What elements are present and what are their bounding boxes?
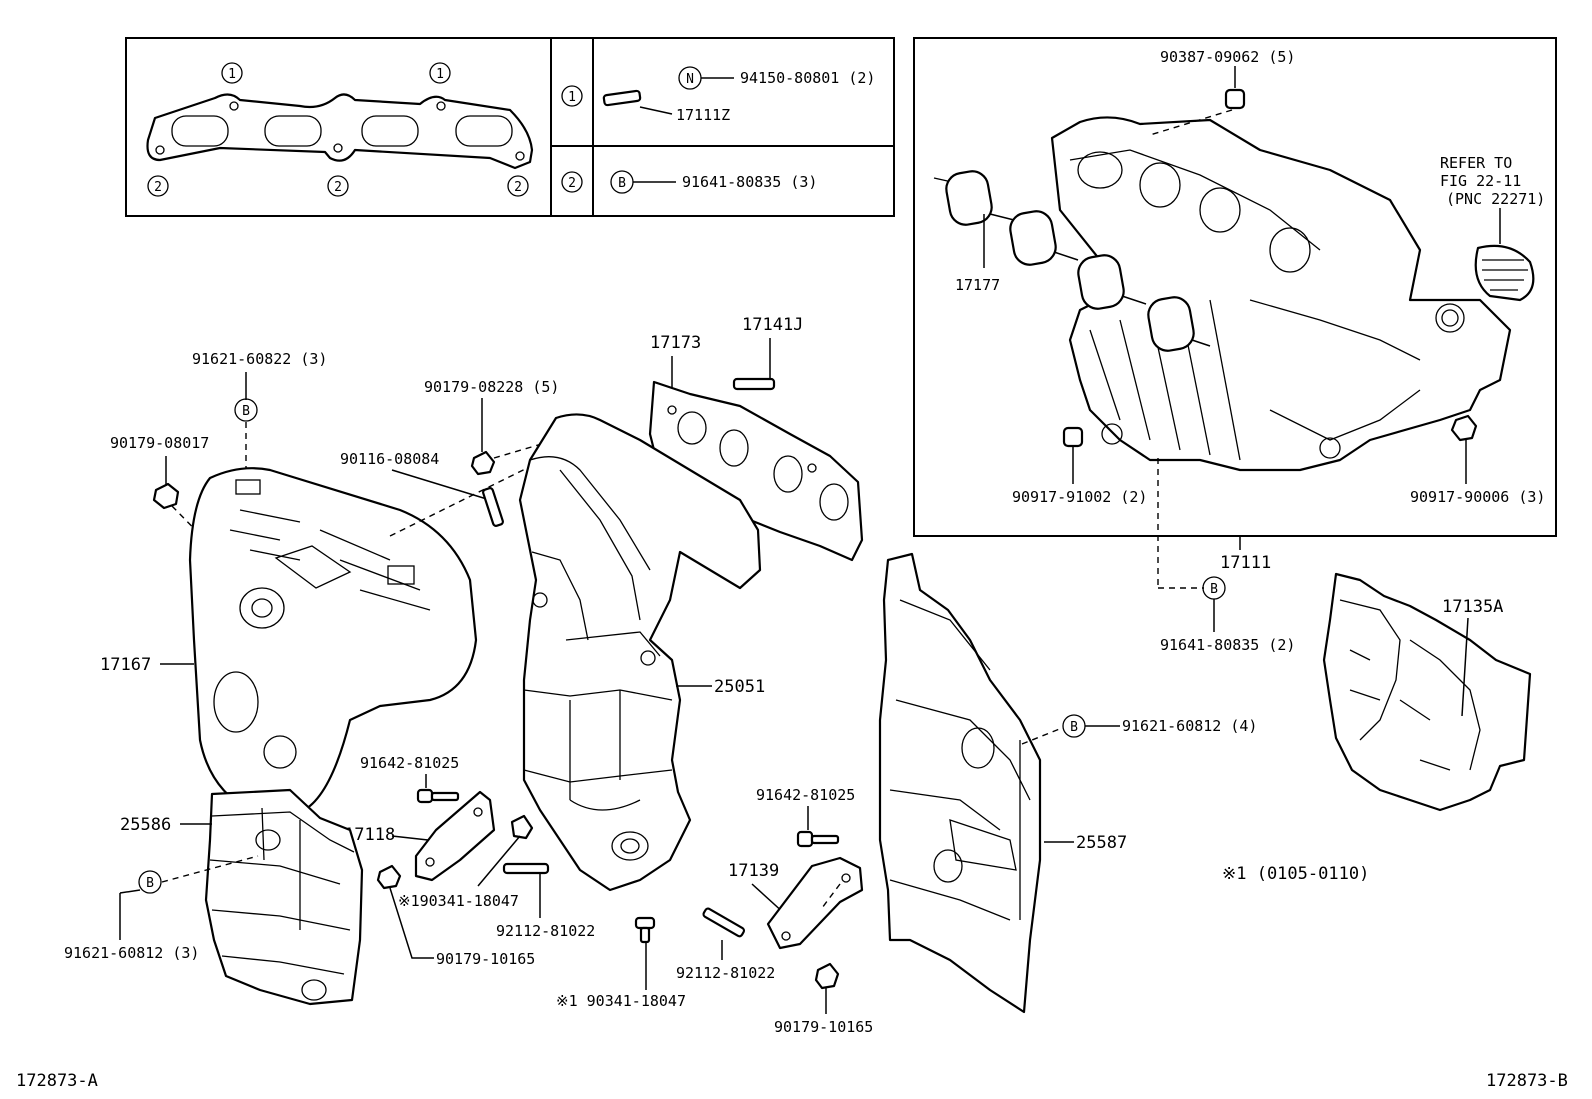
svg-text:B: B <box>1210 582 1218 597</box>
row2-ref: 2 <box>568 176 576 191</box>
intake-gasket-chain <box>933 170 1211 352</box>
stud-icon <box>702 907 746 938</box>
bolt-marker: B <box>618 176 626 191</box>
svg-text:B: B <box>1070 720 1078 735</box>
figure-code-right: 172873-B <box>1486 1071 1568 1091</box>
bolt-part-number: 91641-80835 (3) <box>682 173 817 191</box>
nut-icon <box>470 450 496 476</box>
bolt-note-1-label: ※190341-18047 <box>398 892 519 910</box>
svg-text:2: 2 <box>334 180 342 195</box>
bolt-icon <box>634 916 656 944</box>
footnote: ※1 (0105-0110) <box>1222 864 1369 884</box>
insulator-lower-left-label: 25586 <box>120 815 171 835</box>
nut-icon <box>814 962 840 990</box>
throttle-gasket <box>1474 244 1535 302</box>
gasket-mark: 1 <box>221 62 243 84</box>
bracket-17139 <box>766 856 864 950</box>
gasket-exhaust-label: 17173 <box>650 333 701 353</box>
stud-icon <box>732 377 776 391</box>
marker-b: B <box>138 870 162 894</box>
bolt-insulator-right-label: 91621-60812 (4) <box>1122 717 1257 735</box>
marker-b: B <box>234 398 258 422</box>
heat-cover-bolt-label: 91621-60822 (3) <box>192 350 327 368</box>
nut-marker: N <box>686 72 694 87</box>
nut-cover-label: 90179-08017 <box>110 434 209 452</box>
converter-label: 25051 <box>714 677 765 697</box>
gasket-mark: 2 <box>147 175 169 197</box>
insulator-25586 <box>204 788 364 1006</box>
gasket-mark: 2 <box>507 175 529 197</box>
bolt-note-2-label: ※1 90341-18047 <box>556 992 686 1010</box>
heat-insulator-17167 <box>188 467 478 814</box>
figure-code-left: 172873-A <box>16 1071 98 1091</box>
stud-right-label: 92112-81022 <box>676 964 775 982</box>
nut-part-number: 94150-80801 (2) <box>740 69 875 87</box>
svg-text:1: 1 <box>228 67 236 82</box>
svg-text:1: 1 <box>436 67 444 82</box>
gasket-mark: 1 <box>429 62 451 84</box>
exhaust-manifold-converter <box>518 413 762 892</box>
nut-icon <box>376 864 402 890</box>
bolt-icon <box>796 830 840 848</box>
stud-lower-label: 92112-81022 <box>496 922 595 940</box>
insulator-25587 <box>878 552 1042 1014</box>
nut-icon <box>152 482 180 510</box>
nut-lower-label: 90179-10165 <box>436 950 535 968</box>
svg-text:2: 2 <box>514 180 522 195</box>
insulator-17135a <box>1322 572 1532 812</box>
stud-manifold-label: 90116-08084 <box>340 450 439 468</box>
nut-a-label: 90917-91002 (2) <box>1012 488 1147 506</box>
stud-part-number: 17111Z <box>676 106 730 124</box>
bolt-lower-left-label: 91621-60812 (3) <box>64 944 199 962</box>
nut-b-label: 90917-90006 (3) <box>1410 488 1545 506</box>
insulator-right-label: 25587 <box>1076 833 1127 853</box>
svg-text:B: B <box>146 876 154 891</box>
gasket-17177-label: 17177 <box>955 276 1000 294</box>
bolt-icon <box>416 788 460 804</box>
refer-line2: FIG 22-11 <box>1440 172 1521 190</box>
manifold-label: 17111 <box>1220 553 1271 573</box>
bracket-left-label: 17118 <box>344 825 395 845</box>
stud-icon <box>482 487 504 527</box>
plug-label: 90387-09062 (5) <box>1160 48 1295 66</box>
stud-exhaust-label: 17141J <box>742 315 803 335</box>
inset-table: 1 1 2 2 2 1 17111Z N 94150-80801 (2) 2 <box>125 37 895 217</box>
bracket-17118 <box>414 790 496 882</box>
svg-text:B: B <box>242 404 250 419</box>
manifold-inset: 90387-09062 (5) REFER TO FIG 22-11 (PNC … <box>913 37 1557 537</box>
marker-b: B <box>1062 714 1086 738</box>
bolt-right-label: 91642-81025 <box>756 786 855 804</box>
nut-right-label: 90179-10165 <box>774 1018 873 1036</box>
heat-insulator-label: 17167 <box>100 655 151 675</box>
bracket-right-label: 17139 <box>728 861 779 881</box>
refer-line1: REFER TO <box>1440 154 1512 172</box>
nut-icon <box>1062 426 1084 448</box>
bolt-left-1-label: 91642-81025 <box>360 754 459 772</box>
marker-b: B <box>1202 576 1226 600</box>
refer-line3: (PNC 22271) <box>1446 190 1545 208</box>
svg-text:2: 2 <box>154 180 162 195</box>
gasket-mark: 2 <box>327 175 349 197</box>
nut-icon <box>1450 414 1478 442</box>
bolt-manifold-label: 91641-80835 (2) <box>1160 636 1295 654</box>
gasket-outline <box>146 93 534 170</box>
stud-icon <box>602 89 642 107</box>
stud-icon <box>502 862 550 875</box>
row1-ref: 1 <box>568 90 576 105</box>
insulator-upper-label: 17135A <box>1442 597 1503 617</box>
plug-icon <box>1224 88 1246 110</box>
bolt-icon <box>510 814 534 840</box>
nut-manifold-label: 90179-08228 (5) <box>424 378 559 396</box>
